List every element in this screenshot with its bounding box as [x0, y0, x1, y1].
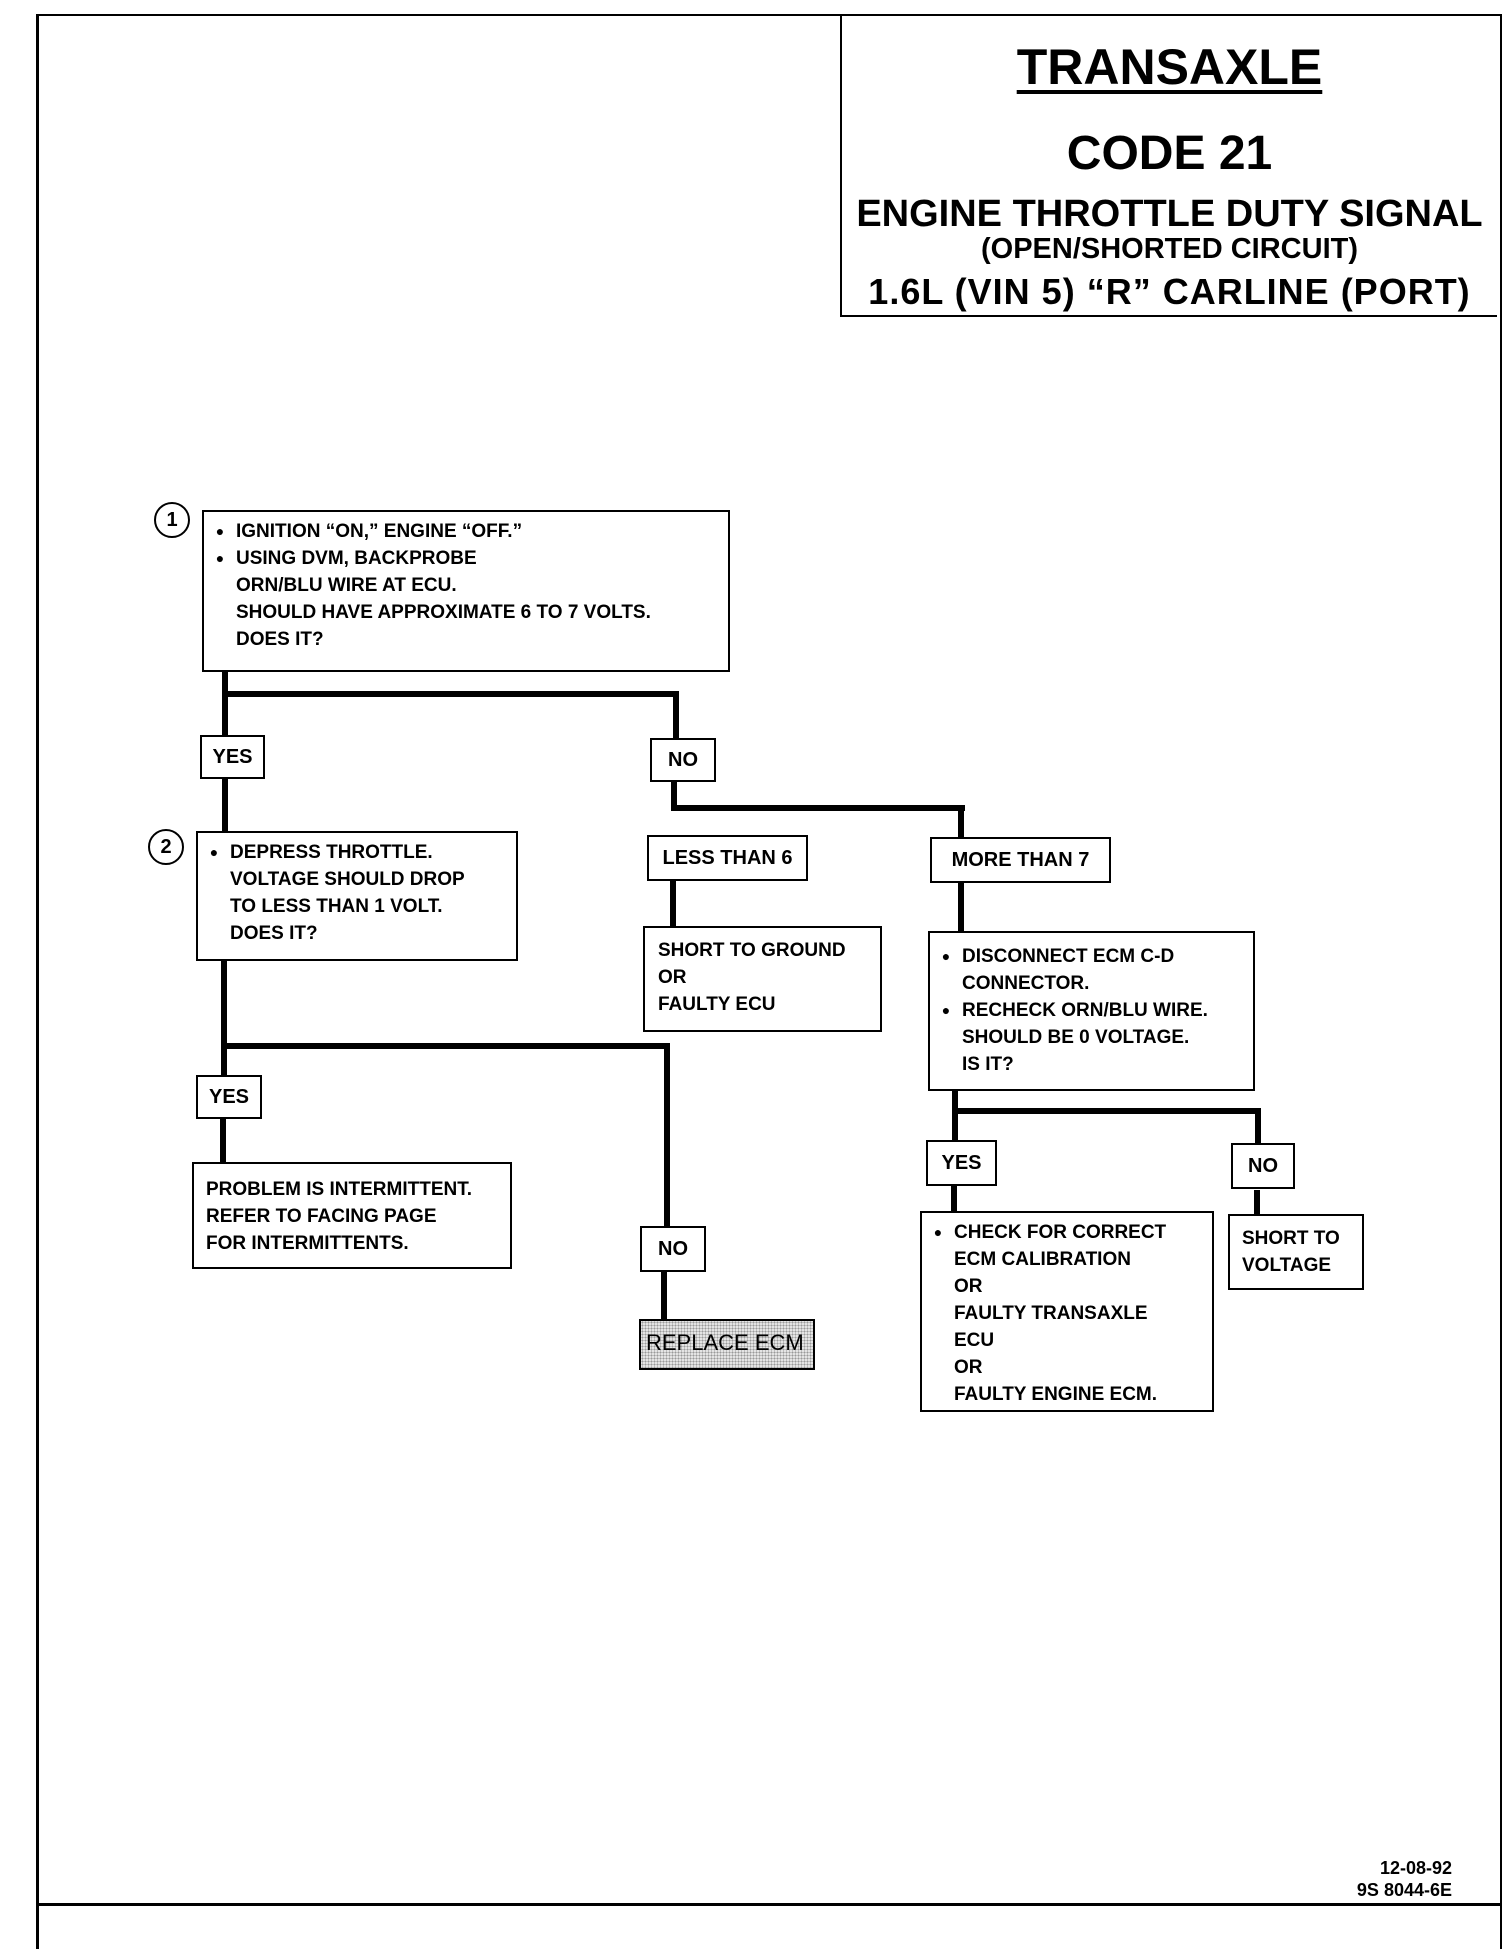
- calibration-line: FAULTY TRANSAXLE: [954, 1303, 1148, 1324]
- bullet-icon: ●: [941, 1002, 951, 1018]
- footer-doc-number: 9S 8044-6E: [1356, 1880, 1452, 1900]
- footer: 12-08-92 9S 8044-6E: [1357, 1857, 1452, 1901]
- step-number-badge: 2: [148, 829, 184, 865]
- connector-line: [1254, 1190, 1260, 1216]
- result-line: SHORT TO GROUND: [658, 940, 846, 961]
- calibration-line: OR: [954, 1276, 983, 1297]
- bullet-icon: ●: [215, 550, 225, 566]
- step1-line: SHOULD HAVE APPROXIMATE 6 TO 7 VOLTS.: [236, 602, 651, 623]
- disconnect-line: CONNECTOR.: [962, 973, 1090, 994]
- result-line: OR: [658, 967, 687, 988]
- connector-line: [664, 1043, 670, 1229]
- connector-line: [671, 781, 677, 808]
- yes-label: YES: [196, 1075, 262, 1119]
- connector-line: [670, 876, 676, 926]
- connector-line: [952, 1108, 1261, 1114]
- bullet-icon: ●: [933, 1224, 943, 1240]
- footer-date: 12-08-92: [1379, 1858, 1452, 1878]
- title-block: TRANSAXLE CODE 21 ENGINE THROTTLE DUTY S…: [840, 16, 1497, 317]
- bullet-icon: ●: [941, 948, 951, 964]
- connector-line: [222, 691, 679, 697]
- connector-line: [673, 691, 679, 740]
- step1-bullet1: IGNITION “ON,” ENGINE “OFF.”: [236, 521, 523, 542]
- result-line: FOR INTERMITTENTS.: [206, 1233, 409, 1254]
- connector-line: [1255, 1108, 1261, 1144]
- result-line: FAULTY ECU: [658, 994, 776, 1015]
- code-heading: CODE 21: [1066, 127, 1273, 180]
- connector-line: [222, 777, 228, 831]
- connector-line: [221, 1043, 670, 1049]
- connector-line: [958, 879, 964, 933]
- step2-line: DOES IT?: [230, 923, 318, 944]
- bottom-rule: [36, 1903, 1502, 1906]
- subject-heading: ENGINE THROTTLE DUTY SIGNAL: [856, 193, 1483, 235]
- bullet-icon: ●: [209, 844, 219, 860]
- result-line: VOLTAGE: [1242, 1255, 1332, 1276]
- calibration-line: ECU: [954, 1330, 995, 1351]
- step2-line: TO LESS THAN 1 VOLT.: [230, 896, 443, 917]
- replace-ecm-text: REPLACE ECM: [646, 1330, 804, 1355]
- result-line: PROBLEM IS INTERMITTENT.: [206, 1179, 472, 1200]
- connector-line: [661, 1270, 667, 1322]
- no-label: NO: [640, 1226, 706, 1272]
- step1-box: ● IGNITION “ON,” ENGINE “OFF.” ● USING DVM…: [202, 510, 730, 672]
- step2-line: VOLTAGE SHOULD DROP: [230, 869, 465, 890]
- replace-ecm-box: REPLACE ECM: [639, 1319, 815, 1370]
- disconnect-bullet1: DISCONNECT ECM C-D: [962, 946, 1175, 967]
- connector-line: [671, 805, 965, 811]
- connector-line: [222, 669, 228, 737]
- connector-line: [958, 805, 964, 841]
- short-to-voltage-box: SHORT TO VOLTAGE: [1228, 1214, 1364, 1290]
- more-than-7-label: MORE THAN 7: [930, 837, 1111, 883]
- connector-line: [952, 1088, 958, 1142]
- intermittent-box: PROBLEM IS INTERMITTENT. REFER TO FACING…: [192, 1162, 512, 1269]
- connector-line: [951, 1184, 957, 1213]
- disconnect-line: SHOULD BE 0 VOLTAGE.: [962, 1027, 1190, 1048]
- step1-bullet2: USING DVM, BACKPROBE: [236, 548, 477, 569]
- step-number-badge: 1: [154, 502, 190, 538]
- less-than-6-label: LESS THAN 6: [647, 835, 808, 881]
- application-heading: 1.6L (VIN 5) “R” CARLINE (PORT): [868, 271, 1471, 312]
- disconnect-box: ● DISCONNECT ECM C-D CONNECTOR. ● RECHECK …: [928, 931, 1255, 1091]
- step1-line: ORN/BLU WIRE AT ECU.: [236, 575, 457, 596]
- no-label: NO: [1231, 1143, 1295, 1189]
- yes-label: YES: [926, 1140, 997, 1186]
- bullet-icon: ●: [215, 523, 225, 539]
- step1-line: DOES IT?: [236, 629, 324, 650]
- result-line: REFER TO FACING PAGE: [206, 1206, 437, 1227]
- disconnect-line: IS IT?: [962, 1054, 1014, 1075]
- calibration-bullet1: CHECK FOR CORRECT: [954, 1222, 1167, 1243]
- condition-heading: (OPEN/SHORTED CIRCUIT): [981, 233, 1358, 265]
- yes-label: YES: [200, 735, 265, 779]
- step2-bullet1: DEPRESS THROTTLE.: [230, 842, 433, 863]
- calibration-line: OR: [954, 1357, 983, 1378]
- step2-box: ● DEPRESS THROTTLE. VOLTAGE SHOULD DROP T…: [196, 831, 518, 961]
- short-to-ground-box: SHORT TO GROUND OR FAULTY ECU: [643, 926, 882, 1032]
- calibration-line: ECM CALIBRATION: [954, 1249, 1131, 1270]
- title: TRANSAXLE: [1016, 39, 1323, 95]
- calibration-line: FAULTY ENGINE ECM.: [954, 1384, 1158, 1405]
- connector-line: [221, 958, 227, 1076]
- check-calibration-box: ● CHECK FOR CORRECT ECM CALIBRATION OR FA…: [920, 1211, 1214, 1412]
- page-frame: [36, 14, 1502, 1949]
- no-label: NO: [650, 738, 716, 782]
- connector-line: [220, 1117, 226, 1164]
- disconnect-bullet2: RECHECK ORN/BLU WIRE.: [962, 1000, 1208, 1021]
- result-line: SHORT TO: [1242, 1228, 1340, 1249]
